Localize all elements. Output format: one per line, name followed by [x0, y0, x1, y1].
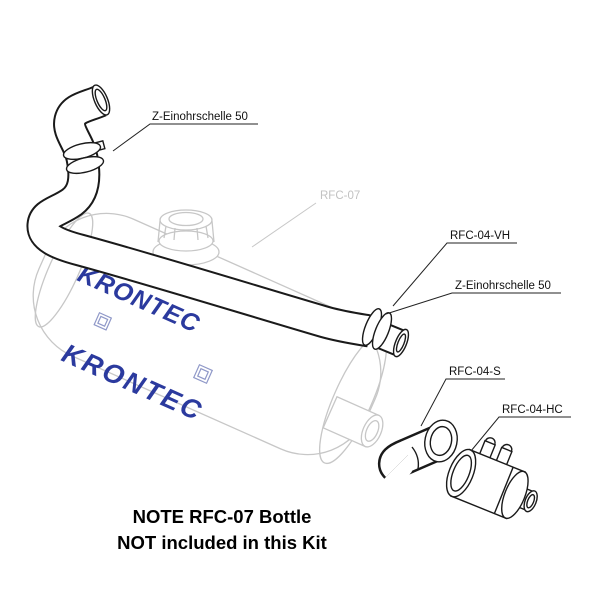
label-coupler: RFC-04-HC [502, 404, 563, 416]
brand-mark-lower [192, 363, 214, 385]
bottle-outlet [322, 395, 384, 448]
bottle-end-seam-left [34, 212, 94, 328]
label-bottle: RFC-07 [320, 190, 360, 202]
leader-coupler [470, 416, 571, 452]
leader-clamp-right [385, 292, 561, 315]
hose-inner [28, 87, 373, 346]
leader-hose-end [392, 242, 517, 307]
label-hose-end: RFC-04-VH [450, 230, 510, 242]
note-line-1: NOTE RFC-07 Bottle [133, 506, 312, 527]
fuel-hose [26, 84, 410, 358]
clamp-top [62, 139, 106, 175]
hose-open-end [91, 84, 111, 116]
leader-bottle [251, 202, 317, 248]
label-clamp-right: Z-Einohrschelle 50 [455, 280, 551, 292]
note-line-2: NOT included in this Kit [117, 532, 327, 553]
hose-coupler-hc [445, 437, 538, 520]
label-clamp-top: Z-Einohrschelle 50 [152, 111, 248, 123]
leader-clamp-top [112, 123, 258, 152]
hose-end-fitting-vh [361, 308, 410, 358]
elbow-fitting-s [378, 419, 458, 479]
label-elbow: RFC-04-S [449, 366, 501, 378]
leader-elbow [420, 378, 505, 427]
brand-mark-upper [93, 311, 113, 331]
